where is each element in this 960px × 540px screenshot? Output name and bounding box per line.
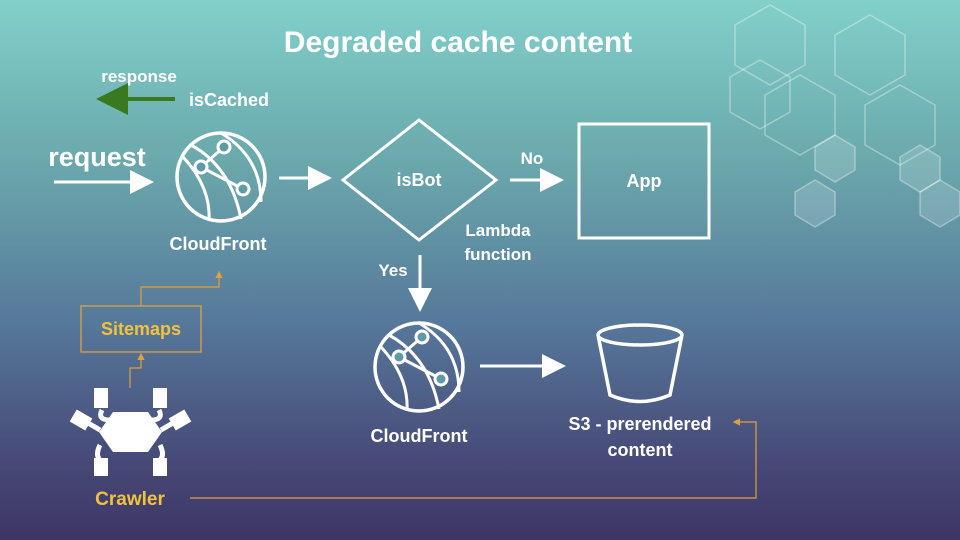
crawler-label: Crawler xyxy=(95,489,165,510)
s3-label-2: content xyxy=(608,440,673,460)
lambda-label-2: function xyxy=(464,245,531,264)
cloudfront-bottom-label: CloudFront xyxy=(371,426,468,446)
cloudfront-top-label: CloudFront xyxy=(170,234,267,254)
s3-bucket-icon xyxy=(596,323,684,404)
hexagon-decoration xyxy=(729,4,960,228)
sitemaps-to-cloudfront-connector xyxy=(140,270,223,306)
is-cached-label: isCached xyxy=(189,90,269,110)
crawler-to-sitemaps-connector xyxy=(129,352,145,388)
crawler-to-s3-connector xyxy=(190,418,757,499)
sitemaps-box xyxy=(80,305,202,353)
crawler-icon xyxy=(69,388,192,476)
slide-title: Degraded cache content xyxy=(284,26,632,59)
yes-label: Yes xyxy=(378,261,407,280)
app-box xyxy=(577,122,711,240)
isbot-decision xyxy=(340,118,499,242)
s3-label-1: S3 - prerendered xyxy=(568,414,711,434)
sitemaps-label: Sitemaps xyxy=(101,319,181,339)
no-label: No xyxy=(521,149,544,168)
cloudfront-bottom-icon xyxy=(373,321,465,413)
lambda-label-1: Lambda xyxy=(465,221,531,240)
isbot-label: isBot xyxy=(397,170,442,190)
request-label: request xyxy=(48,142,146,172)
cloudfront-icon xyxy=(175,131,267,223)
app-label: App xyxy=(627,171,662,191)
response-label: response xyxy=(101,67,177,86)
